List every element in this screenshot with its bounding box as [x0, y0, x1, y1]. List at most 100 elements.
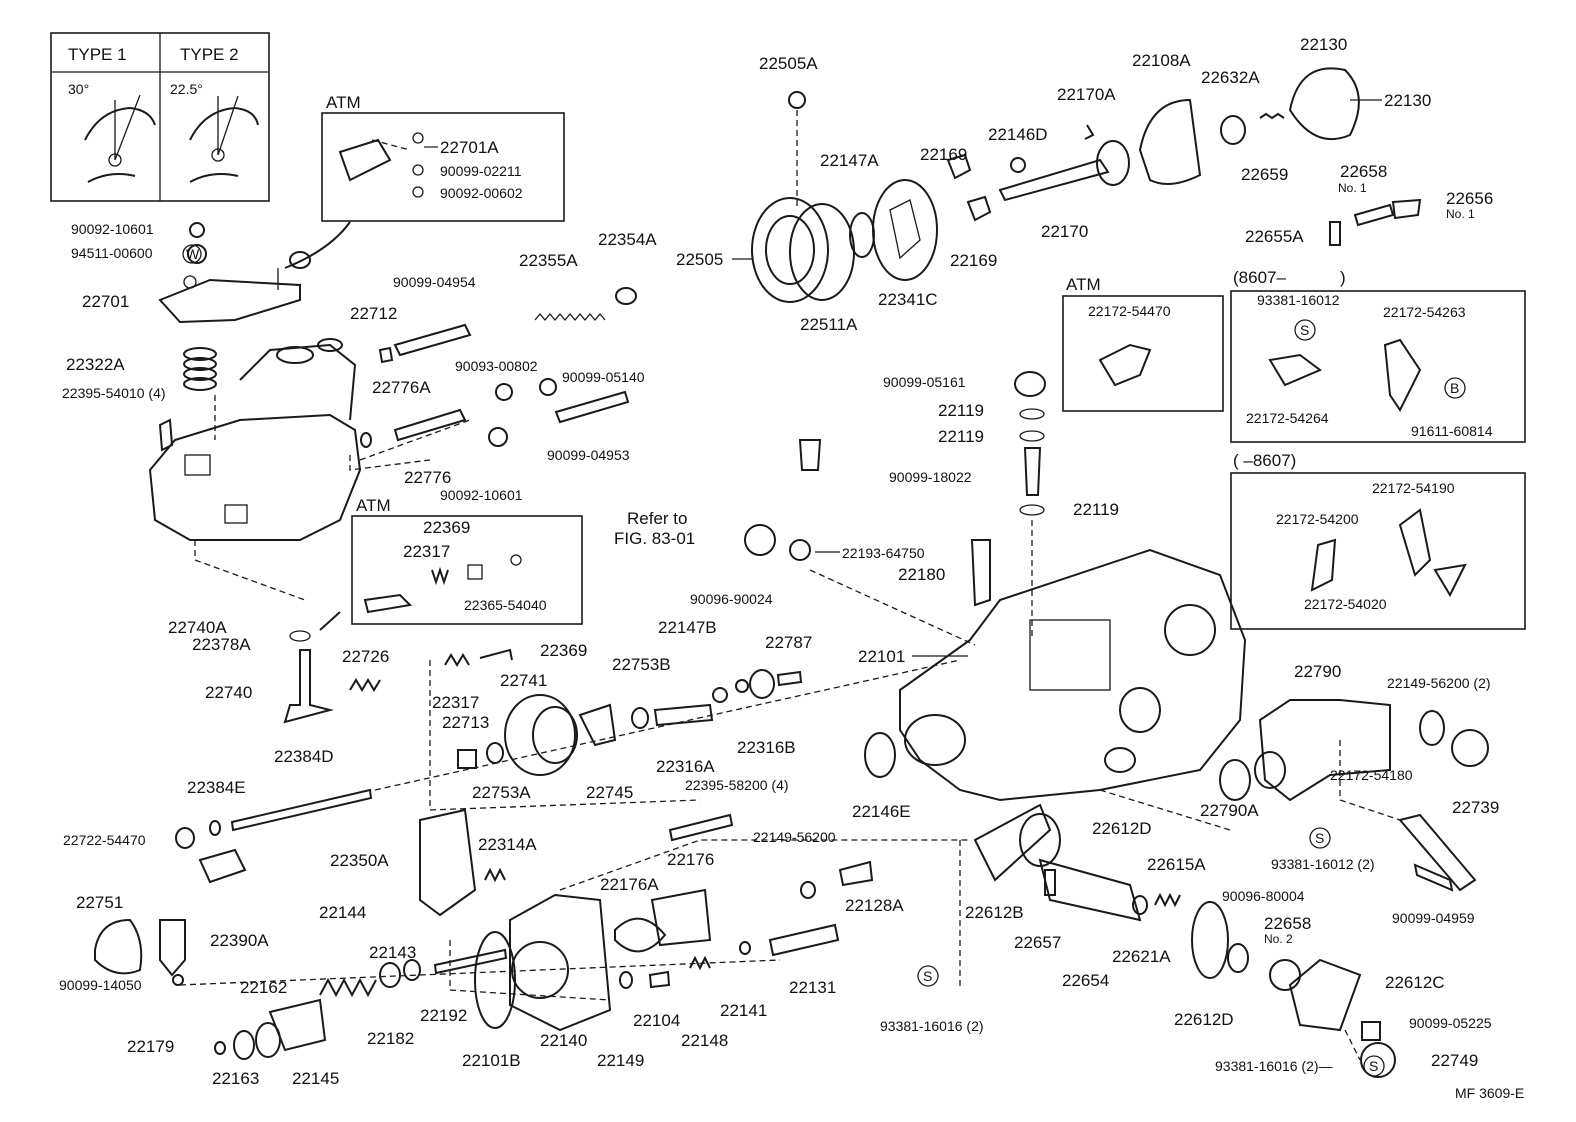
part-22176[interactable]: 22176	[667, 850, 714, 869]
part-93381-16012[interactable]: 93381-16012	[1257, 292, 1340, 308]
part-22146D[interactable]: 22146D	[988, 125, 1048, 144]
part-22145[interactable]: 22145	[292, 1069, 339, 1088]
part-22176A[interactable]: 22176A	[600, 875, 659, 894]
part-22658[interactable]: 22658	[1340, 162, 1387, 181]
part-22741[interactable]: 22741	[500, 671, 547, 690]
part-22192[interactable]: 22192	[420, 1006, 467, 1025]
part-22632A[interactable]: 22632A	[1201, 68, 1260, 87]
part-22395-54010[interactable]: 22395-54010 (4)	[62, 385, 166, 401]
part-90096-80004[interactable]: 90096-80004	[1222, 888, 1305, 904]
part-22104[interactable]: 22104	[633, 1011, 680, 1030]
part-22751[interactable]: 22751	[76, 893, 123, 912]
part-22180[interactable]: 22180	[898, 565, 945, 584]
part-22163[interactable]: 22163	[212, 1069, 259, 1088]
part-22726[interactable]: 22726	[342, 647, 389, 666]
part-22169-upper[interactable]: 22169	[920, 145, 967, 164]
part-22182[interactable]: 22182	[367, 1029, 414, 1048]
part-22162[interactable]: 22162	[240, 978, 287, 997]
part-22369-atm[interactable]: 22369	[423, 518, 470, 537]
part-22612B[interactable]: 22612B	[965, 903, 1024, 922]
part-94511-00600[interactable]: 94511-00600	[71, 245, 153, 261]
part-22172-54190[interactable]: 22172-54190	[1372, 480, 1455, 496]
part-22612C[interactable]: 22612C	[1385, 973, 1445, 992]
part-22143[interactable]: 22143	[369, 943, 416, 962]
part-22146E[interactable]: 22146E	[852, 802, 911, 821]
part-22316A[interactable]: 22316A	[656, 757, 715, 776]
part-93381-16016-left[interactable]: 93381-16016 (2)	[880, 1018, 984, 1034]
part-90099-14050[interactable]: 90099-14050	[59, 977, 142, 993]
part-22365-54040[interactable]: 22365-54040	[464, 597, 547, 613]
part-22172-54200[interactable]: 22172-54200	[1276, 511, 1359, 527]
part-22384D[interactable]: 22384D	[274, 747, 334, 766]
part-22119-c[interactable]: 22119	[1073, 500, 1119, 519]
part-22505A[interactable]: 22505A	[759, 54, 818, 73]
part-22170A[interactable]: 22170A	[1057, 85, 1116, 104]
part-22101B[interactable]: 22101B	[462, 1051, 521, 1070]
part-22170[interactable]: 22170	[1041, 222, 1088, 241]
part-90099-05140[interactable]: 90099-05140	[562, 369, 645, 385]
part-93381-16016-right[interactable]: 93381-16016 (2)—	[1215, 1058, 1333, 1074]
part-22722-54470[interactable]: 22722-54470	[63, 832, 146, 848]
part-22149-56200-2[interactable]: 22149-56200 (2)	[1387, 675, 1491, 691]
part-90099-04953[interactable]: 90099-04953	[547, 447, 630, 463]
part-91611-60814[interactable]: 91611-60814	[1411, 423, 1493, 439]
part-22739[interactable]: 22739	[1452, 798, 1499, 817]
part-22148[interactable]: 22148	[681, 1031, 728, 1050]
part-90099-02211[interactable]: 90099-02211	[440, 163, 522, 179]
part-22172-54470[interactable]: 22172-54470	[1088, 303, 1171, 319]
part-90099-05225[interactable]: 90099-05225	[1409, 1015, 1492, 1031]
part-22753B[interactable]: 22753B	[612, 655, 671, 674]
part-22657[interactable]: 22657	[1014, 933, 1061, 952]
part-22384E[interactable]: 22384E	[187, 778, 246, 797]
part-22119-b[interactable]: 22119	[938, 427, 984, 446]
part-22355A[interactable]: 22355A	[519, 251, 578, 270]
part-90099-04954[interactable]: 90099-04954	[393, 274, 476, 290]
part-22740[interactable]: 22740	[205, 683, 252, 702]
part-22131[interactable]: 22131	[789, 978, 836, 997]
part-22317[interactable]: 22317	[432, 693, 479, 712]
part-22615A[interactable]: 22615A	[1147, 855, 1206, 874]
part-22790[interactable]: 22790	[1294, 662, 1341, 681]
part-22193-64750[interactable]: 22193-64750	[842, 545, 925, 561]
part-93381-16012-2[interactable]: 93381-16012 (2)	[1271, 856, 1375, 872]
part-22172-54020[interactable]: 22172-54020	[1304, 596, 1387, 612]
part-22354A[interactable]: 22354A	[598, 230, 657, 249]
part-22655A[interactable]: 22655A	[1245, 227, 1304, 246]
part-22712[interactable]: 22712	[350, 304, 397, 323]
part-22144[interactable]: 22144	[319, 903, 366, 922]
part-22128A[interactable]: 22128A	[845, 896, 904, 915]
part-22395-58200[interactable]: 22395-58200 (4)	[685, 777, 789, 793]
part-22787[interactable]: 22787	[765, 633, 812, 652]
part-22776[interactable]: 22776	[404, 468, 451, 487]
part-90099-04959[interactable]: 90099-04959	[1392, 910, 1475, 926]
part-22149[interactable]: 22149	[597, 1051, 644, 1070]
part-90092-10601[interactable]: 90092-10601	[440, 487, 523, 503]
part-22621A[interactable]: 22621A	[1112, 947, 1171, 966]
part-22369[interactable]: 22369	[540, 641, 587, 660]
part-22350A[interactable]: 22350A	[330, 851, 389, 870]
part-22317-atm[interactable]: 22317	[403, 542, 450, 561]
part-22505[interactable]: 22505	[676, 250, 723, 269]
part-90092-10601-top[interactable]: 90092-10601	[71, 221, 154, 237]
part-22749[interactable]: 22749	[1431, 1051, 1478, 1070]
part-22172-54263[interactable]: 22172-54263	[1383, 304, 1466, 320]
part-22390A[interactable]: 22390A	[210, 931, 269, 950]
part-22147A[interactable]: 22147A	[820, 151, 879, 170]
part-22701A[interactable]: 22701A	[440, 138, 499, 157]
part-90099-18022[interactable]: 90099-18022	[889, 469, 972, 485]
part-22713[interactable]: 22713	[442, 713, 489, 732]
part-22172-54180[interactable]: 22172-54180	[1330, 767, 1413, 783]
part-22776A[interactable]: 22776A	[372, 378, 431, 397]
part-22341C[interactable]: 22341C	[878, 290, 938, 309]
part-22119-a[interactable]: 22119	[938, 401, 984, 420]
part-22130-right[interactable]: 22130	[1384, 91, 1431, 110]
part-22745[interactable]: 22745	[586, 783, 633, 802]
part-22658-no2[interactable]: 22658	[1264, 914, 1311, 933]
part-22169-lower[interactable]: 22169	[950, 251, 997, 270]
part-22130-top[interactable]: 22130	[1300, 35, 1347, 54]
part-22701[interactable]: 22701	[82, 292, 129, 311]
part-22172-54264[interactable]: 22172-54264	[1246, 410, 1329, 426]
part-22322A[interactable]: 22322A	[66, 355, 125, 374]
part-22101[interactable]: 22101	[858, 647, 905, 666]
part-22108A[interactable]: 22108A	[1132, 51, 1191, 70]
